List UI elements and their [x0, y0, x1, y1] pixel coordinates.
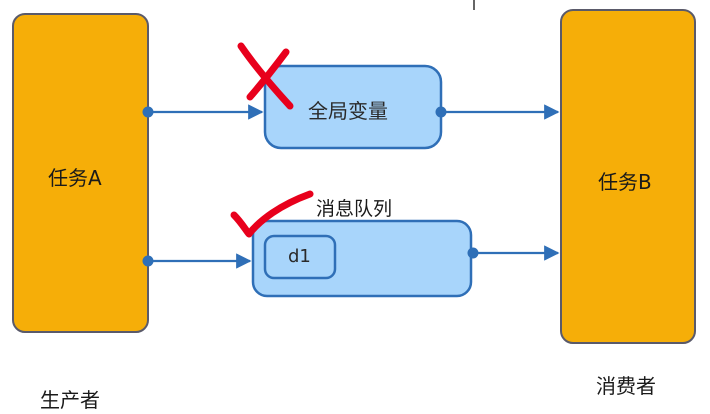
cross-mark-icon: [237, 42, 294, 110]
task-a-block: [12, 13, 149, 333]
check-mark-icon: [230, 190, 314, 238]
task-b-block: [560, 9, 696, 344]
task-b-label: 任务B: [598, 170, 652, 194]
global-variable-label: 全局变量: [308, 99, 388, 123]
message-queue-title: 消息队列: [316, 198, 393, 220]
producer-role-label: 生产者: [40, 388, 100, 412]
queue-item-box: [263, 234, 337, 280]
queue-item-label: d1: [288, 246, 311, 267]
task-a-label: 任务A: [48, 166, 102, 190]
consumer-role-label: 消费者: [596, 374, 656, 398]
